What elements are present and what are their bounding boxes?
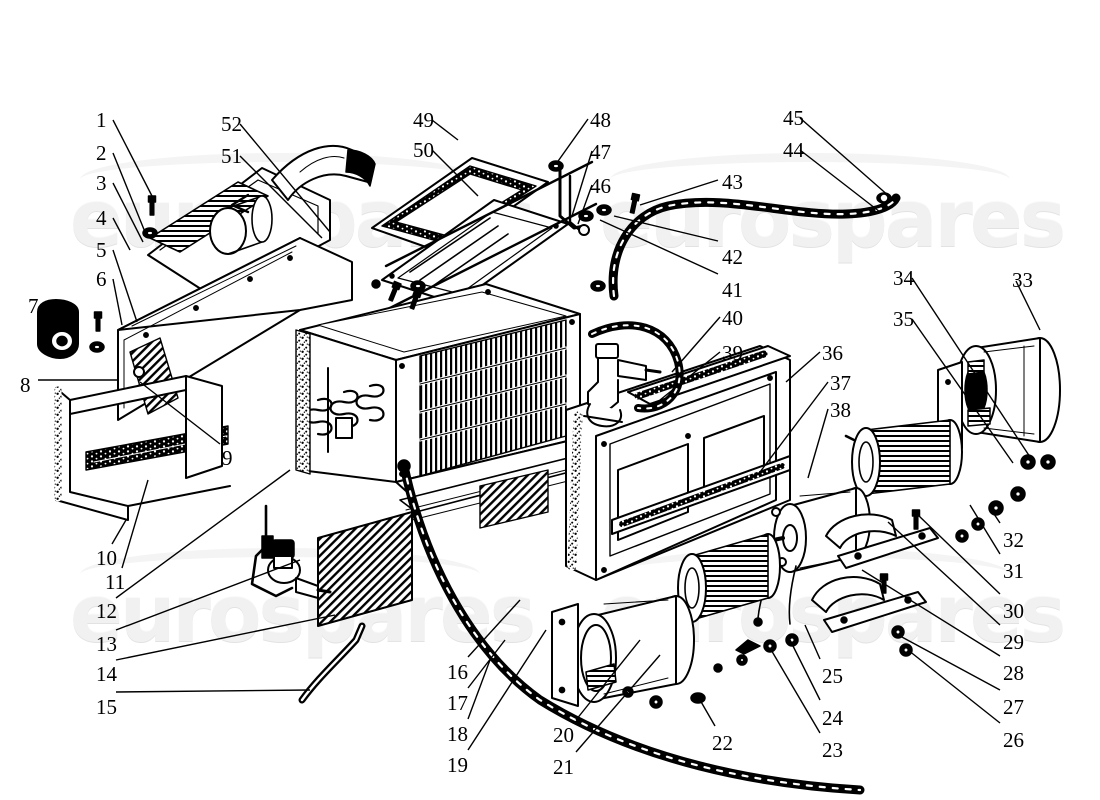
callout-number-40: 40 — [722, 306, 743, 330]
callout-number-10: 10 — [96, 546, 117, 570]
callout-number-28: 28 — [1003, 661, 1024, 685]
air-duct-elbow — [271, 145, 376, 201]
callout-number-4: 4 — [96, 206, 107, 230]
callout-number-14: 14 — [96, 662, 117, 686]
callout-number-7: 7 — [28, 294, 39, 318]
callout-number-48: 48 — [590, 108, 611, 132]
callout-number-20: 20 — [553, 723, 574, 747]
callout-number-43: 43 — [722, 170, 743, 194]
blower-fan-upper — [844, 419, 963, 497]
callout-number-44: 44 — [783, 138, 804, 162]
callout-number-31: 31 — [1003, 559, 1024, 583]
callout-number-13: 13 — [96, 632, 117, 656]
callout-number-37: 37 — [830, 371, 851, 395]
motor-mounting-straps — [811, 509, 939, 633]
callout-number-18: 18 — [447, 722, 468, 746]
callout-number-30: 30 — [1003, 599, 1024, 623]
callout-number-27: 27 — [1003, 695, 1024, 719]
callout-number-50: 50 — [413, 138, 434, 162]
callout-number-47: 47 — [590, 140, 611, 164]
fastener-group-core — [371, 279, 426, 311]
evaporator-core-assembly — [295, 283, 601, 627]
callout-number-3: 3 — [96, 171, 107, 195]
rod-bar — [384, 160, 594, 268]
callout-number-12: 12 — [96, 599, 117, 623]
callout-number-2: 2 — [96, 141, 107, 165]
duct-seal-plate — [371, 157, 549, 255]
callout-number-23: 23 — [822, 738, 843, 762]
callout-number-42: 42 — [722, 245, 743, 269]
callout-number-24: 24 — [822, 706, 843, 730]
blower-fan-lower — [677, 533, 781, 623]
callout-number-38: 38 — [830, 398, 851, 422]
callout-number-17: 17 — [447, 691, 468, 715]
callout-number-46: 46 — [590, 174, 611, 198]
callout-number-26: 26 — [1003, 728, 1024, 752]
foam-seal-strip — [54, 375, 231, 521]
callout-number-51: 51 — [221, 144, 242, 168]
callout-number-35: 35 — [893, 307, 914, 331]
callout-number-5: 5 — [96, 238, 107, 262]
expansion-valve — [583, 343, 662, 428]
callout-number-49: 49 — [413, 108, 434, 132]
callout-number-8: 8 — [20, 373, 31, 397]
callout-number-29: 29 — [1003, 630, 1024, 654]
callout-number-33: 33 — [1012, 268, 1033, 292]
callout-number-22: 22 — [712, 731, 733, 755]
callout-number-16: 16 — [447, 660, 468, 684]
callout-number-19: 19 — [447, 753, 468, 777]
callout-number-15: 15 — [96, 695, 117, 719]
callout-number-41: 41 — [722, 278, 743, 302]
callout-number-39: 39 — [722, 341, 743, 365]
rubber-grommet — [37, 299, 79, 359]
callout-number-25: 25 — [822, 664, 843, 688]
callout-number-1: 1 — [96, 108, 107, 132]
pipe-bracket-assembly — [548, 160, 590, 236]
callout-number-11: 11 — [105, 570, 126, 594]
callout-number-45: 45 — [783, 106, 804, 130]
callout-number-34: 34 — [893, 266, 914, 290]
callout-number-52: 52 — [221, 112, 242, 136]
hose-clip-bolt — [627, 192, 641, 215]
callout-number-32: 32 — [1003, 528, 1024, 552]
callout-number-21: 21 — [553, 755, 574, 779]
callout-number-6: 6 — [96, 267, 107, 291]
callout-number-9: 9 — [222, 446, 233, 470]
callout-number-36: 36 — [822, 341, 843, 365]
long-heater-hose — [608, 193, 901, 301]
